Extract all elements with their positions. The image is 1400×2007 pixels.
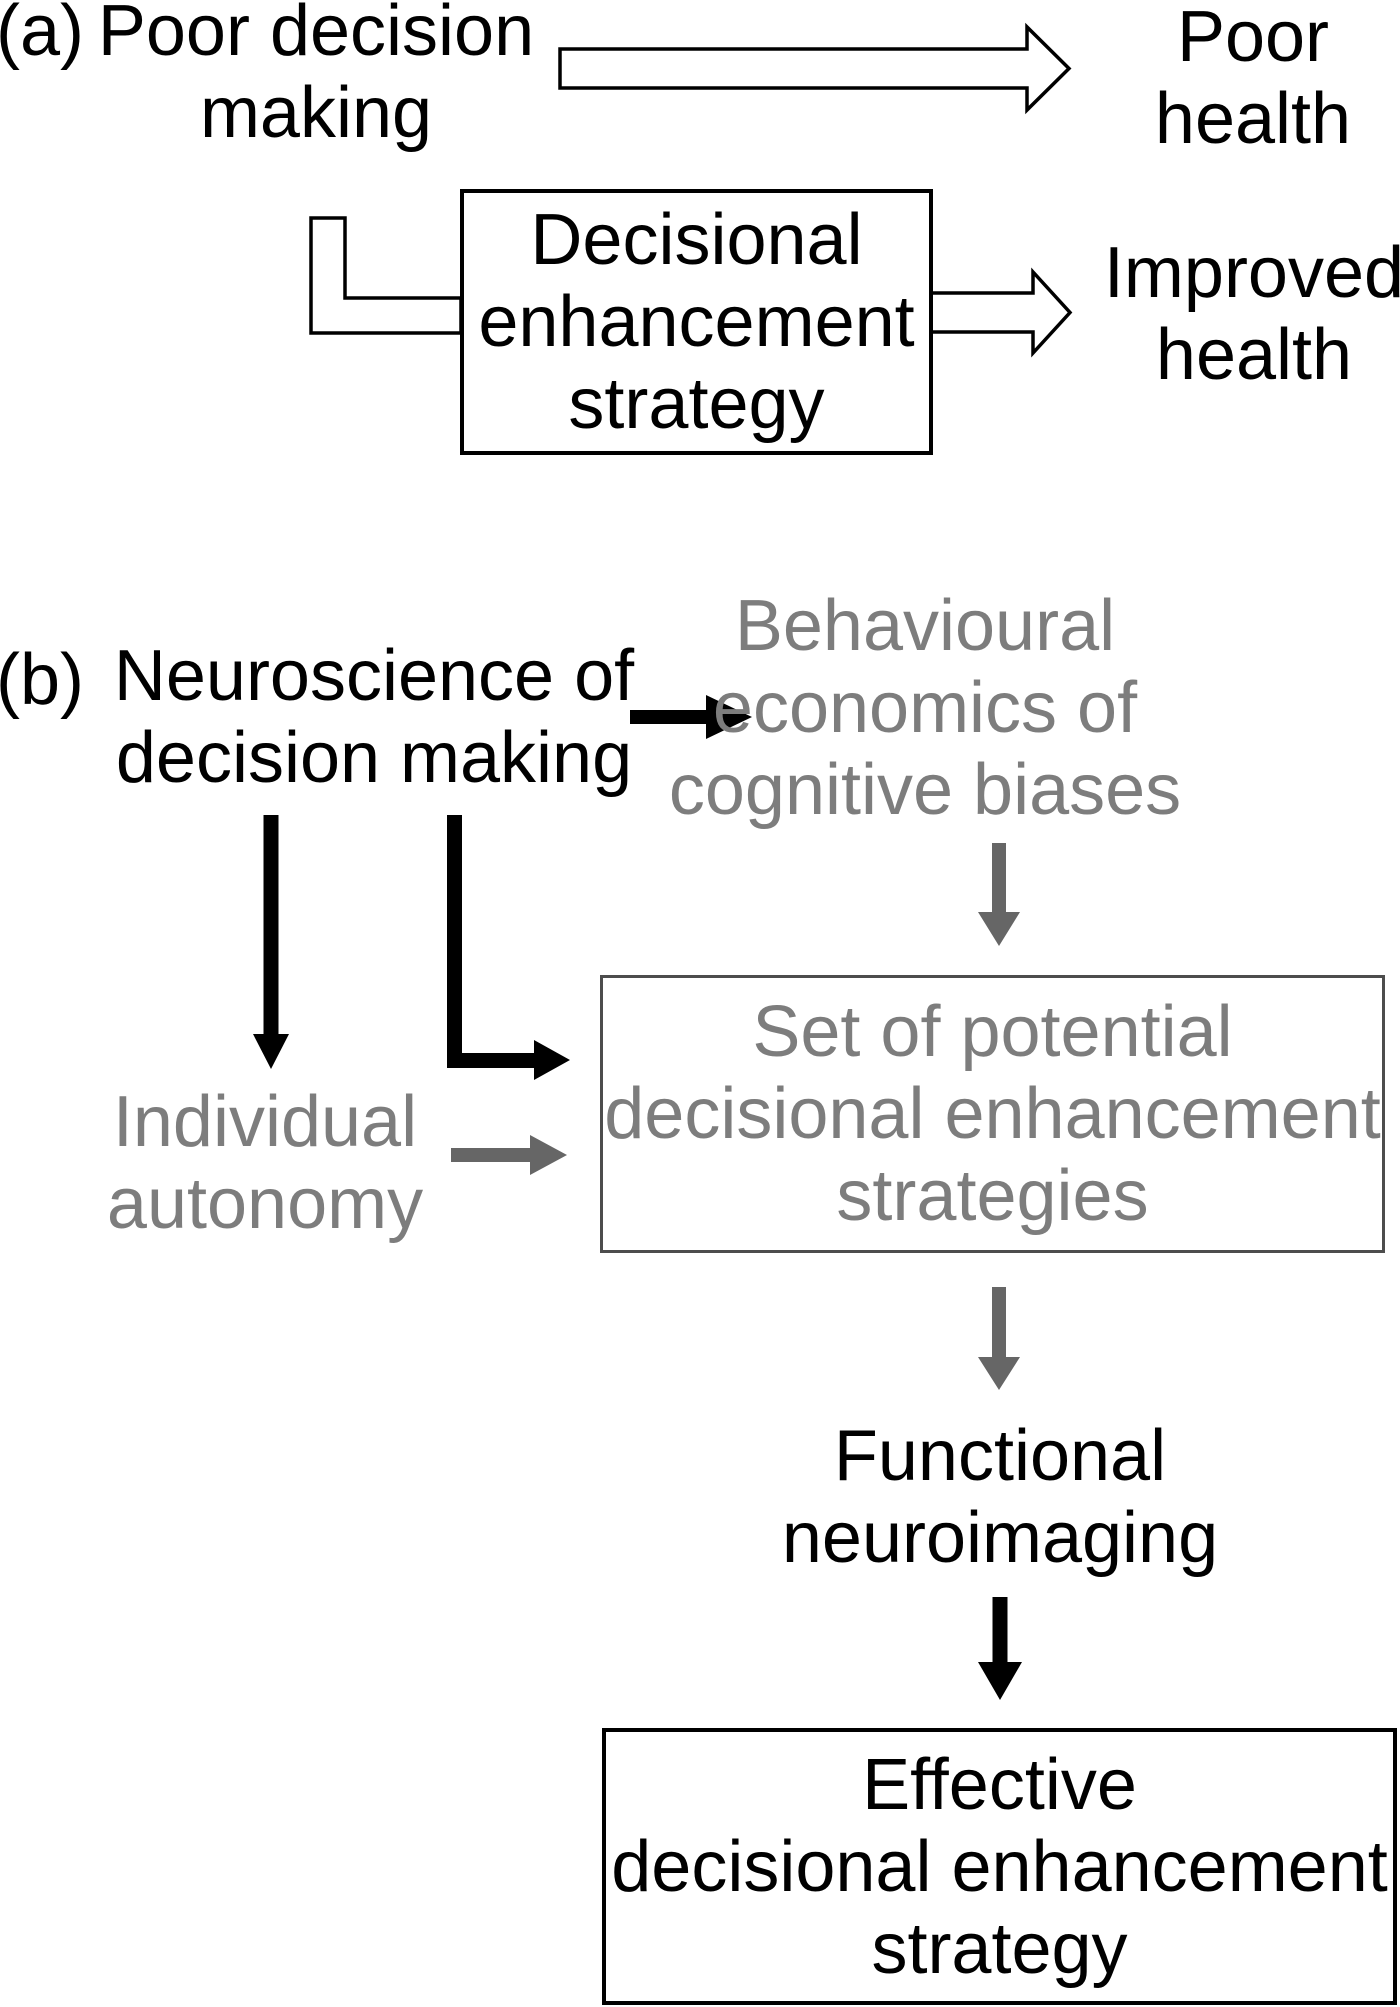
node-effective-strategy-box: Effective decisional enhancement strateg… <box>602 1728 1397 2005</box>
node-neuroscience-of-decision-making: Neuroscience of decision making <box>113 636 635 798</box>
panel-b-label: (b) <box>0 640 84 720</box>
node-poor-decision-making: Poor decision making <box>97 0 535 153</box>
node-behavioural-economics: Behavioural economics of cognitive biase… <box>668 586 1182 830</box>
gray-arrow-box-to-neuroimaging-icon <box>978 1287 1020 1390</box>
hollow-arrow-poor-decision-to-poor-health-icon <box>558 22 1072 115</box>
node-poor-health: Poor health <box>1154 0 1352 159</box>
node-individual-autonomy: Individual autonomy <box>106 1082 424 1244</box>
hollow-arrow-box-to-improved-health-icon <box>929 267 1073 358</box>
black-arrow-neuroscience-to-behavioural-icon <box>630 695 752 739</box>
gray-arrow-behavioural-to-box-icon <box>978 843 1020 946</box>
gray-arrow-autonomy-to-box-icon <box>451 1135 567 1175</box>
node-functional-neuroimaging: Functional neuroimaging <box>781 1416 1219 1578</box>
node-improved-health: Improved health <box>1103 233 1400 395</box>
black-arrow-neuroscience-to-autonomy-icon <box>253 815 289 1069</box>
black-elbow-arrow-neuroscience-to-box-icon <box>447 815 570 1080</box>
panel-a-label: (a) <box>0 0 84 71</box>
potential-strategies-text: Set of potential decisional enhancement … <box>604 992 1381 1236</box>
hollow-elbow-connector-icon <box>309 216 463 335</box>
decisional-enhancement-strategy-text: Decisional enhancement strategy <box>478 200 915 444</box>
effective-strategy-text: Effective decisional enhancement strateg… <box>611 1744 1388 1989</box>
black-arrow-neuroimaging-to-effective-box-icon <box>978 1597 1022 1700</box>
node-potential-strategies-box: Set of potential decisional enhancement … <box>600 975 1385 1253</box>
node-decisional-enhancement-strategy-box: Decisional enhancement strategy <box>460 189 933 455</box>
